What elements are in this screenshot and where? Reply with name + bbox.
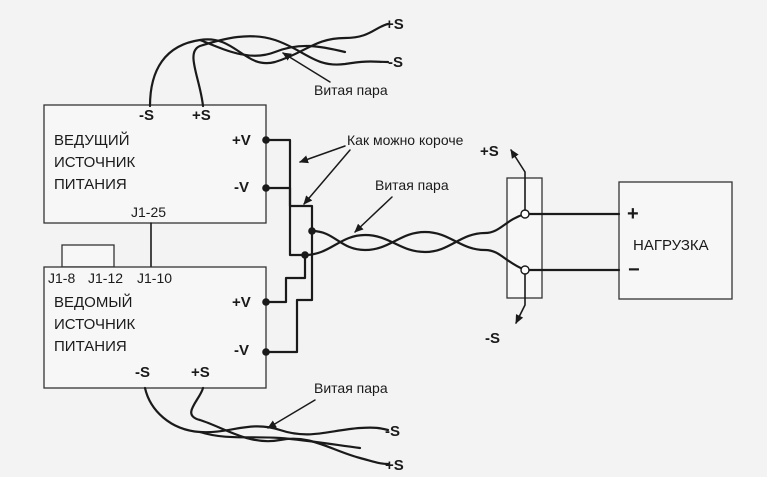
twisted-pair-mid-arrow [354,196,393,233]
master-sense-minus-label: -S [139,107,154,124]
bottom-pair-minus-s: -S [385,423,400,440]
master-title-line2: ИСТОЧНИК [54,154,136,171]
twisted-pair-mid-note: Витая пара [375,177,449,193]
remote-sense-minus-arrow [515,273,526,324]
top-pair-plus-s: +S [385,16,404,33]
load-box [618,181,733,300]
remote-sense-plus-label: +S [480,143,499,160]
slave-title-line3: ПИТАНИЯ [54,338,127,355]
connector-jumper-block [61,244,115,268]
top-pair-minus-s: -S [388,54,403,71]
load-minus-sign: − [628,259,640,281]
master-title-line3: ПИТАНИЯ [54,176,127,193]
slave-pin-j1-12: J1-12 [88,270,123,286]
bottom-pair-plus-s: +S [385,457,404,474]
slave-sense-plus-label: +S [191,364,210,381]
slave-sense-minus-label: -S [135,364,150,381]
terminal-plus-screw [520,209,530,219]
load-label: НАГРУЗКА [633,237,709,254]
as-short-arrow-1 [299,145,346,164]
twisted-pair-top-note: Витая пара [314,82,388,98]
twisted-pair-bottom-arrow [267,399,316,429]
master-sense-plus-label: +S [192,107,211,124]
slave-out-plus-label: +V [232,294,251,311]
remote-sense-plus-arrow [510,149,526,211]
master-out-plus-label: +V [232,132,251,149]
master-connector-label: J1-25 [131,204,166,220]
remote-sense-minus-label: -S [485,330,500,347]
slave-out-plus-terminal [262,298,270,306]
twisted-pair-bottom-note: Витая пара [314,380,388,396]
as-short-arrow-2 [303,149,351,205]
slave-out-minus-label: -V [234,342,249,359]
load-plus-sign: + [627,203,639,225]
bottom-twisted-pair [143,386,390,466]
master-out-plus-terminal [262,136,270,144]
terminal-minus-screw [520,265,530,275]
master-out-minus-terminal [262,184,270,192]
twisted-pair-top-arrow [282,52,331,83]
master-supply-box [43,104,267,224]
as-short-note: Как можно короче [347,132,464,148]
slave-out-minus-terminal [262,348,270,356]
slave-title-line1: ВЕДОМЫЙ [54,293,132,311]
middle-twisted-pair [303,212,527,272]
output-bus-wiring [264,138,314,354]
master-out-minus-label: -V [234,179,249,196]
slave-supply-box [43,266,267,389]
slave-pin-j1-8: J1-8 [48,270,75,286]
slave-pin-j1-10: J1-10 [137,270,172,286]
slave-title-line2: ИСТОЧНИК [54,316,136,333]
master-title-line1: ВЕДУЩИЙ [54,131,130,149]
top-twisted-pair [148,22,390,108]
